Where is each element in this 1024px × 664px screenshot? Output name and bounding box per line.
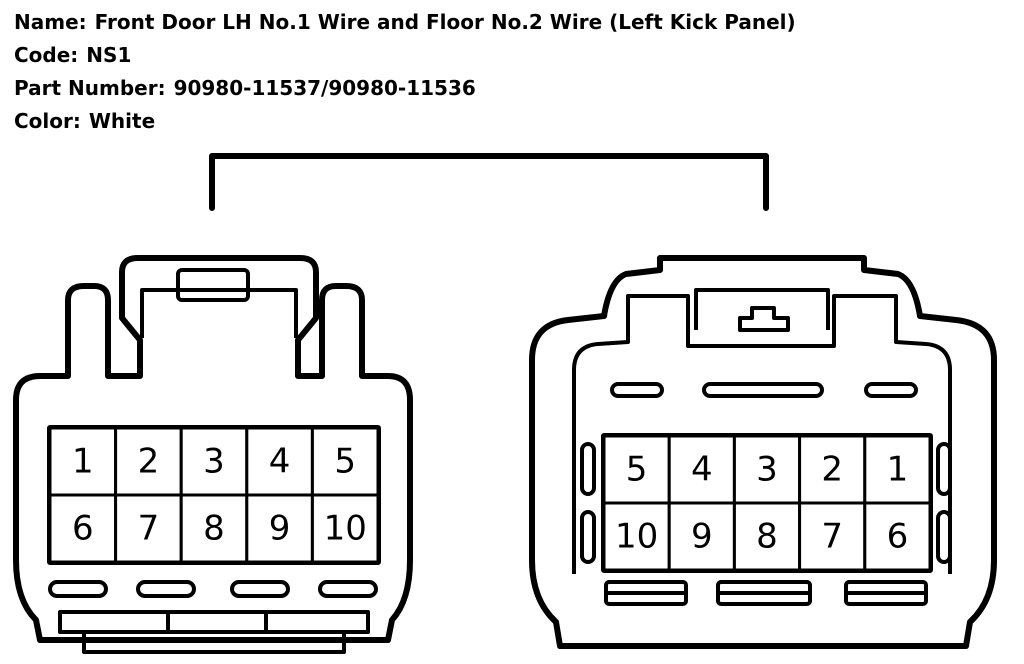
color-value: White [88,109,156,133]
right-lock-frame [694,288,830,330]
right-pin-number: 4 [691,450,713,490]
left-slot-1 [48,580,108,598]
part-number-line: Part Number: 90980-11537/90980-11536 [14,72,796,105]
left-pin-number: 9 [269,509,291,549]
left-connector: 1 2 3 4 5 6 7 8 9 10 [13,255,413,654]
left-pin-number: 3 [203,442,225,482]
right-pin-number: 7 [821,517,843,557]
code-line: Code: NS1 [14,39,796,72]
right-latch-2 [716,580,812,606]
right-slot-right [864,382,918,398]
right-side-guide-2 [580,510,596,564]
left-pin-number: 1 [72,442,94,482]
right-latch-1 [604,580,688,606]
right-pin-cell [602,434,671,505]
right-pin-number: 8 [756,517,778,557]
left-pin-number: 7 [138,509,160,549]
right-pin-number: 2 [821,450,843,490]
right-pin-cell [863,501,932,572]
left-pin-cell [179,426,249,497]
left-pin-cell [310,493,380,564]
left-pin-number: 8 [203,509,225,549]
right-side-guide-4 [936,510,952,564]
right-pin-number: 3 [756,450,778,490]
left-pin-cell [48,493,118,564]
right-slot-center [702,382,824,398]
name-value: Front Door LH No.1 Wire and Floor No.2 W… [94,10,796,34]
right-pin-number: 9 [691,517,713,557]
name-line: Name: Front Door LH No.1 Wire and Floor N… [14,6,796,39]
right-pin-cell [798,501,867,572]
left-base-flange [82,632,346,654]
left-pin-number: 10 [324,509,367,549]
left-pin-cells: 1 2 3 4 5 6 7 8 9 10 [48,426,380,564]
right-inner-frame [572,294,952,574]
code-value: NS1 [86,43,132,67]
right-side-guide-1 [580,442,596,496]
right-pin-number: 6 [887,517,909,557]
left-pin-cell [310,426,380,497]
left-pin-number: 6 [72,509,94,549]
part-number-label: Part Number: [14,76,166,100]
left-bottom-rail [58,610,370,634]
right-pin-cell [667,434,736,505]
mating-bracket [209,153,769,211]
left-lock-frame [140,288,298,338]
left-pin-cell [245,493,314,564]
right-connector: 5 4 3 2 1 10 9 8 7 6 [529,255,997,649]
right-connector-body [529,255,997,649]
left-lock-tab [176,268,250,302]
connector-info: Name: Front Door LH No.1 Wire and Floor N… [14,6,796,138]
left-slot-4 [318,580,378,598]
left-pin-number: 5 [334,442,356,482]
left-slot-2 [136,580,196,598]
left-pin-number: 2 [138,442,160,482]
right-lock-tab [738,306,790,332]
color-label: Color: [14,109,81,133]
right-pin-cell [863,434,932,505]
right-pin-number: 5 [626,450,648,490]
right-slot-left [610,382,664,398]
right-side-guide-3 [936,442,952,496]
right-pin-number: 10 [615,517,658,557]
name-label: Name: [14,10,87,34]
code-label: Code: [14,43,79,67]
left-pin-number: 4 [269,442,291,482]
left-connector-body [13,255,413,643]
left-slot-3 [230,580,290,598]
right-pin-number: 1 [887,450,909,490]
left-pin-cell [114,493,183,564]
right-pin-cells: 5 4 3 2 1 10 9 8 7 6 [602,434,932,572]
right-latch-3 [844,580,928,606]
color-line: Color: White [14,105,796,138]
part-number-value: 90980-11537/90980-11536 [173,76,476,100]
